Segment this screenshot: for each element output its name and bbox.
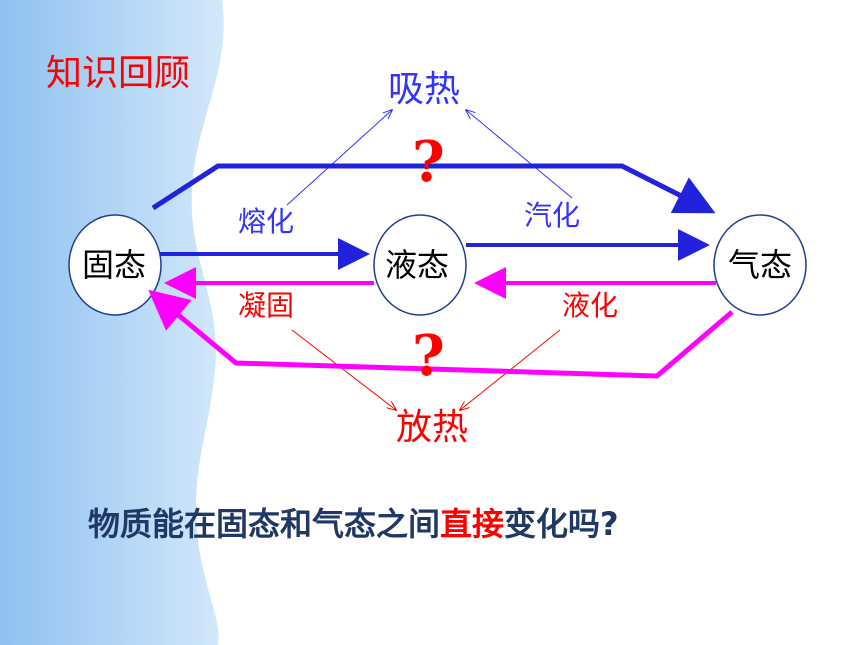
vaporization-absorb-thin-arrow (466, 110, 573, 199)
question-highlight: 直接 (440, 505, 505, 543)
vaporization-label: 汽化 (524, 199, 581, 232)
background-wave (0, 0, 224, 645)
solid-state-label: 固态 (82, 246, 147, 284)
deposition-arrow (148, 289, 734, 379)
solidification-label: 凝固 (238, 289, 295, 322)
gas-state-label: 气态 (728, 246, 793, 284)
liquid-state-label: 液态 (385, 246, 450, 284)
melting-absorb-thin-arrow (286, 110, 392, 206)
liquefaction-label: 液化 (562, 289, 619, 322)
release-heat-label: 放热 (396, 407, 469, 448)
question-part-1: 物质能在固态和气态之间 (88, 505, 441, 543)
sublimation-arrow (151, 163, 716, 214)
solid-state-ellipse (68, 214, 162, 316)
absorb-heat-label: 吸热 (388, 69, 461, 110)
question-part-2: 变化吗? (504, 505, 619, 543)
top-question-mark: ? (412, 129, 445, 195)
page-title: 知识回顾 (46, 53, 191, 94)
melting-label: 熔化 (238, 205, 295, 238)
liquid-state-ellipse (373, 214, 467, 316)
bottom-question: 物质能在固态和气态之间直接变化吗? (88, 508, 619, 540)
solidification-release-thin-arrow (291, 329, 396, 410)
gas-state-ellipse (713, 214, 807, 316)
bottom-question-mark: ? (412, 323, 445, 389)
